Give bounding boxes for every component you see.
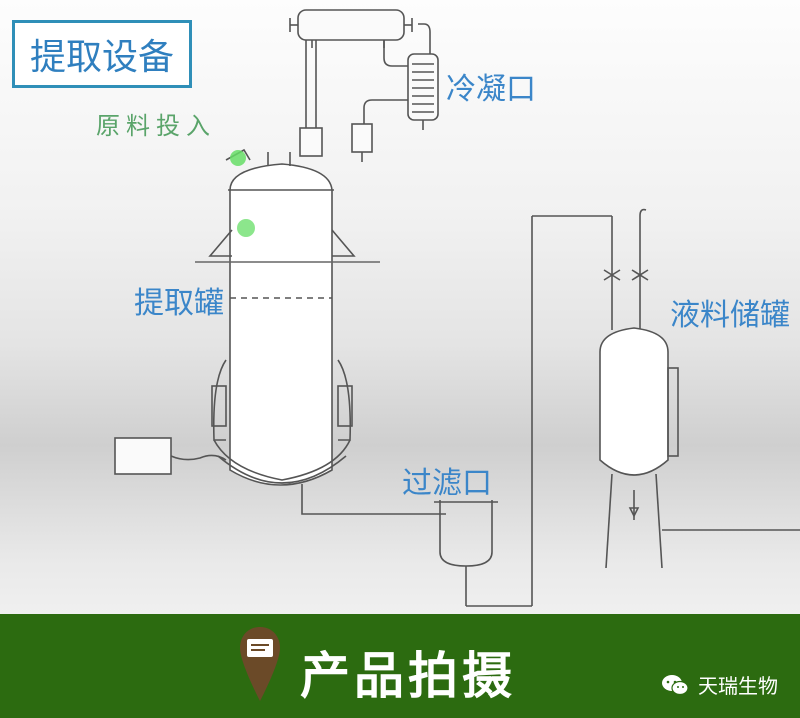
raw-inlet-highlight [230, 150, 246, 166]
footer-bar [0, 614, 800, 718]
watermark-text: 天瑞生物 [698, 674, 778, 698]
extraction-tank-shape [195, 148, 380, 486]
receiver [351, 123, 373, 162]
process-diagram [114, 9, 800, 607]
watermark: 天瑞生物 [660, 670, 778, 699]
wechat-icon [662, 674, 689, 695]
location-pin-icon [240, 627, 280, 701]
storage-tank-shape [599, 327, 800, 569]
sight-glass-highlight [237, 219, 255, 237]
raw-material-label: 原料投入 [96, 112, 216, 140]
label-extraction-tank: 提取罐 [134, 286, 224, 321]
footer-title: 产品拍摄 [300, 647, 516, 705]
label-filter: 过滤口 [402, 466, 492, 501]
diagram-title: 提取设备 [12, 20, 192, 88]
label-storage-tank: 液料储罐 [670, 298, 790, 333]
filter-piping [301, 208, 649, 607]
condenser-top [289, 9, 413, 48]
vapor-pipe [299, 40, 323, 157]
control-box [114, 437, 227, 475]
coil-condenser [363, 23, 439, 130]
label-condenser: 冷凝口 [446, 72, 536, 107]
